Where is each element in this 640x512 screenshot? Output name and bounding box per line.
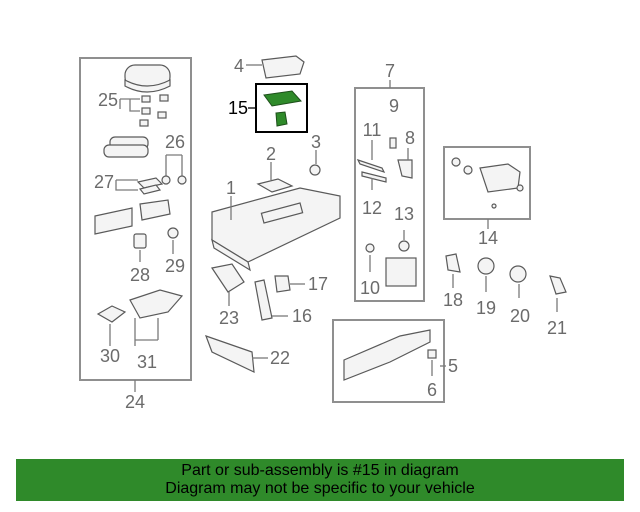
callout-29: 29 [165,256,185,276]
callout-22: 22 [270,348,290,368]
part-25-clips [139,94,169,127]
callout-6: 6 [427,380,437,400]
callout-9: 9 [389,96,399,116]
part-22 [204,335,255,373]
part-armrest-pad [103,136,149,158]
callout-1: 1 [226,178,236,198]
callout-27: 27 [94,172,114,192]
callout-8: 8 [405,128,415,148]
part-18 [445,253,461,273]
part-storage-bin [94,199,171,235]
callout-20: 20 [510,306,530,326]
callout-24: 24 [125,392,145,412]
callout-18: 18 [443,290,463,310]
banner-line-2: Diagram may not be specific to your vehi… [165,480,475,497]
part-17 [274,275,291,293]
part-20 [509,265,527,283]
callout-4: 4 [234,56,244,76]
part-15 [263,90,302,107]
callout-21: 21 [547,318,567,338]
banner-line-1: Part or sub-assembly is #15 in diagram [181,462,459,479]
callout-26: 26 [165,132,185,152]
part-31-bracket [129,289,184,319]
callout-3: 3 [311,132,321,152]
info-banner: Part or sub-assembly is #15 in diagram D… [16,459,624,501]
callout-17: 17 [308,274,328,294]
callout-16: 16 [292,306,312,326]
callout-2: 2 [266,144,276,164]
callout-23: 23 [219,308,239,328]
callout-5: 5 [448,356,458,376]
callout-10: 10 [360,278,380,298]
part-23 [211,263,245,293]
panel-5 [332,319,445,403]
panel-14 [443,146,531,220]
callout-28: 28 [130,265,150,285]
callout-19: 19 [476,298,496,318]
part-21 [549,275,567,295]
callout-31: 31 [137,352,157,372]
callout-13: 13 [394,204,414,224]
callout-30: 30 [100,346,120,366]
part-19 [477,257,495,275]
part-armrest-lid [124,64,171,93]
part-15-clip [275,111,288,127]
part-1-console [211,187,341,272]
part-30 [96,305,127,323]
part-2 [256,178,294,193]
part-16 [254,279,273,321]
callout-25: 25 [98,90,118,110]
callout-7: 7 [385,61,395,81]
part-4 [261,55,305,79]
callout-15: 15 [228,98,248,118]
callout-11: 11 [363,120,382,140]
part-27-clips [136,177,164,195]
callout-14: 14 [478,228,498,248]
callout-12: 12 [362,198,382,218]
